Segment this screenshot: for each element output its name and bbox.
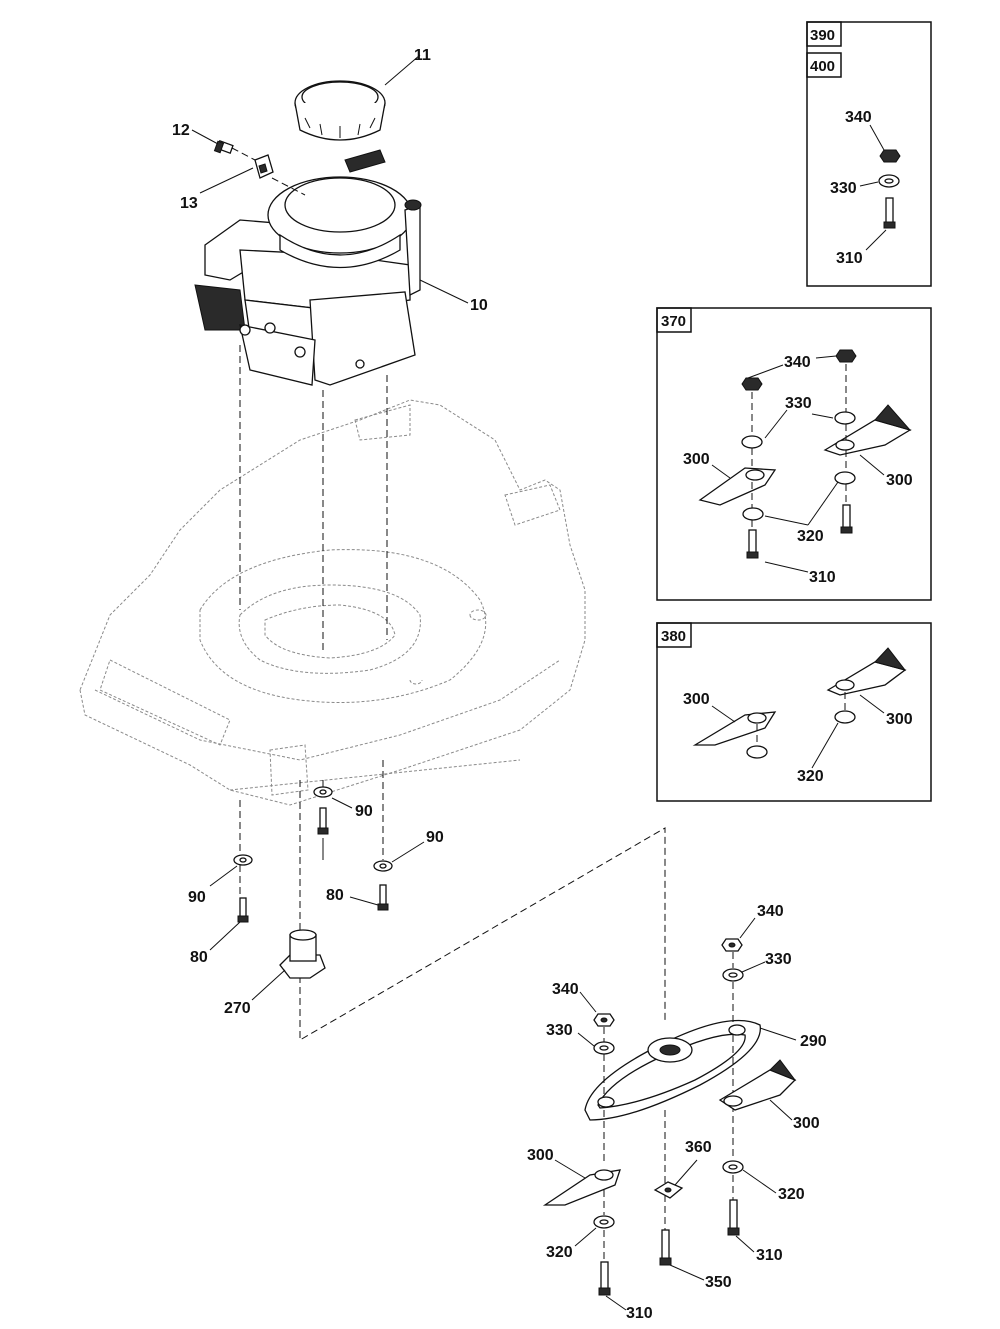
bolt-12 xyxy=(213,140,234,154)
washer-320-left xyxy=(593,1215,615,1229)
callout-90-left: 90 xyxy=(188,889,206,906)
engine xyxy=(194,149,422,386)
washer-330-hub xyxy=(722,968,744,982)
screw-80-deck xyxy=(317,807,329,835)
box370-callout-320: 320 xyxy=(797,528,824,545)
mower-deck xyxy=(79,399,586,806)
nut-340-left xyxy=(593,1013,615,1027)
box370-callout-340: 340 xyxy=(784,354,811,371)
box-tag-370: 370 xyxy=(661,313,686,330)
callout-290: 290 xyxy=(800,1033,827,1050)
callout-13: 13 xyxy=(180,195,198,212)
bolt-310-bottom xyxy=(598,1261,611,1296)
bolt-310-right xyxy=(727,1199,740,1236)
blade-300-left xyxy=(542,1169,621,1206)
box1-nut xyxy=(879,149,901,163)
box-tag-390: 390 xyxy=(810,27,835,44)
shroud-ring xyxy=(294,80,386,141)
box370-callout-300-right: 300 xyxy=(886,472,913,489)
callout-330-left: 330 xyxy=(546,1022,573,1039)
box380-callout-300-left: 300 xyxy=(683,691,710,708)
screw-80-left xyxy=(237,897,249,923)
callout-310-right: 310 xyxy=(756,1247,783,1264)
callout-90-deck: 90 xyxy=(355,803,373,820)
washer-330-left xyxy=(593,1041,615,1055)
callout-360: 360 xyxy=(685,1139,712,1156)
callout-11: 11 xyxy=(414,47,431,64)
box380-callout-320: 320 xyxy=(797,768,824,785)
box1-callout-310: 310 xyxy=(836,250,863,267)
adapter-270 xyxy=(279,929,326,979)
box1-washer xyxy=(878,174,900,188)
box370-callout-310: 310 xyxy=(809,569,836,586)
box1-bolt xyxy=(883,197,896,229)
callout-labels: 10 11 12 13 90 80 90 90 80 80 270 340 33… xyxy=(172,47,827,1322)
washer-90-left xyxy=(233,854,253,866)
callout-270: 270 xyxy=(224,1000,251,1017)
callout-340-left: 340 xyxy=(552,981,579,998)
nut-340-hub xyxy=(721,938,743,952)
box-tag-400: 400 xyxy=(810,58,835,75)
callout-350: 350 xyxy=(705,1274,732,1291)
blade-carrier-290 xyxy=(584,1019,761,1121)
box370-callout-300-left: 300 xyxy=(683,451,710,468)
leader-lines xyxy=(191,54,797,1311)
box1-callout-340: 340 xyxy=(845,109,872,126)
bolt-350 xyxy=(659,1229,672,1266)
callout-90-right: 90 xyxy=(426,829,444,846)
box-tag-380: 380 xyxy=(661,628,686,645)
washer-90-deck xyxy=(313,786,333,798)
callout-300-left: 300 xyxy=(527,1147,554,1164)
callout-320-right: 320 xyxy=(778,1186,805,1203)
callout-340-hub: 340 xyxy=(757,903,784,920)
box380-callout-300-right: 300 xyxy=(886,711,913,728)
alignment-lines xyxy=(231,147,666,1041)
washer-90-right xyxy=(373,860,393,872)
callout-300-right: 300 xyxy=(793,1115,820,1132)
callout-80-left: 80 xyxy=(190,949,208,966)
blade-300-right xyxy=(718,1059,797,1111)
callout-80-deck: 80 xyxy=(326,887,344,904)
callout-310-bottom: 310 xyxy=(626,1305,653,1322)
callout-10: 10 xyxy=(470,297,488,314)
callout-320-left: 320 xyxy=(546,1244,573,1261)
box-380: 380 300 300 320 xyxy=(656,622,932,802)
clip-13 xyxy=(254,154,274,179)
box-370: 370 340 330 300 300 320 310 xyxy=(656,307,932,601)
screw-80-mid xyxy=(377,884,389,911)
box-390-400: 390 400 340 330 310 xyxy=(806,21,932,287)
key-360 xyxy=(653,1181,684,1199)
callout-330-hub: 330 xyxy=(765,951,792,968)
box370-callout-330: 330 xyxy=(785,395,812,412)
callout-12: 12 xyxy=(172,122,190,139)
box1-callout-330: 330 xyxy=(830,180,857,197)
washer-320-right xyxy=(722,1160,744,1174)
